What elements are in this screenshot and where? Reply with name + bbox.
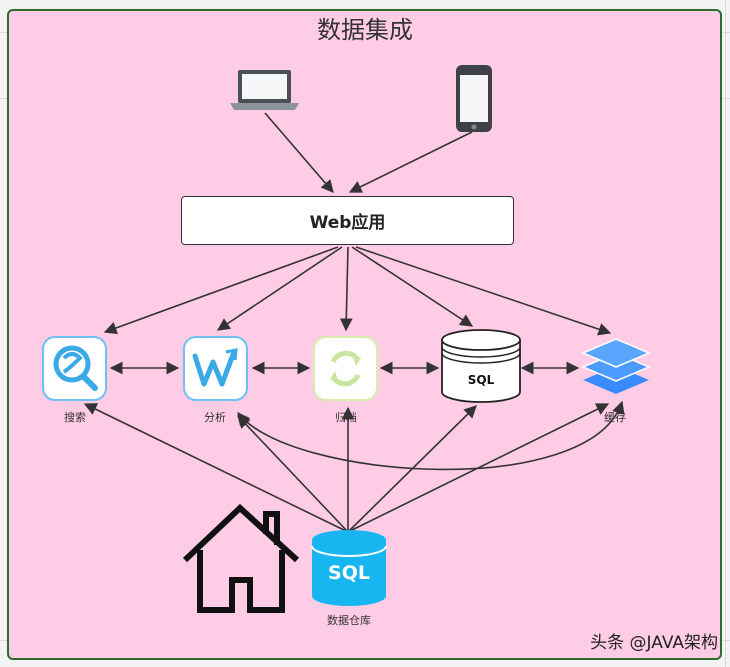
cache-label: 缓存	[604, 411, 626, 424]
arrow-warehouse-cache	[347, 403, 610, 533]
grid-line	[725, 0, 726, 667]
arrow-warehouse-sql	[347, 405, 477, 533]
watermark: 头条 @JAVA架构	[590, 633, 718, 653]
layers-icon	[581, 338, 651, 394]
arrow-phone-web	[348, 131, 473, 193]
warehouse-label: 数据仓库	[327, 614, 371, 627]
arrow-cache-analysis	[237, 400, 625, 471]
warehouse-icon-label: SQL	[328, 562, 370, 584]
laptop-icon	[230, 70, 299, 110]
arrow-web-cache	[355, 246, 612, 336]
smartphone-icon	[456, 65, 492, 132]
archive-sync-icon	[313, 336, 378, 401]
house-icon	[182, 503, 300, 613]
arrow-web-sql	[351, 246, 474, 327]
database-icon	[441, 329, 521, 403]
arrow-web-analysis	[216, 246, 343, 331]
arrow-web-search	[103, 246, 339, 335]
web-app-box[interactable]: Web应用	[181, 196, 514, 245]
database-label: SQL	[468, 373, 495, 387]
analysis-label: 分析	[204, 411, 226, 424]
arrow-laptop-web	[264, 112, 334, 193]
search-label: 搜索	[64, 411, 86, 424]
arrow-warehouse-search	[83, 403, 349, 533]
sql-database-icon	[311, 530, 387, 606]
analysis-w-icon	[183, 336, 248, 401]
arrow-web-archive	[339, 246, 353, 332]
search-icon	[42, 336, 107, 401]
diagram-title: 数据集成	[317, 16, 413, 44]
web-app-label: Web应用	[309, 213, 386, 233]
arrow-warehouse-analysis	[237, 415, 349, 533]
archive-label: 归档	[335, 411, 357, 424]
